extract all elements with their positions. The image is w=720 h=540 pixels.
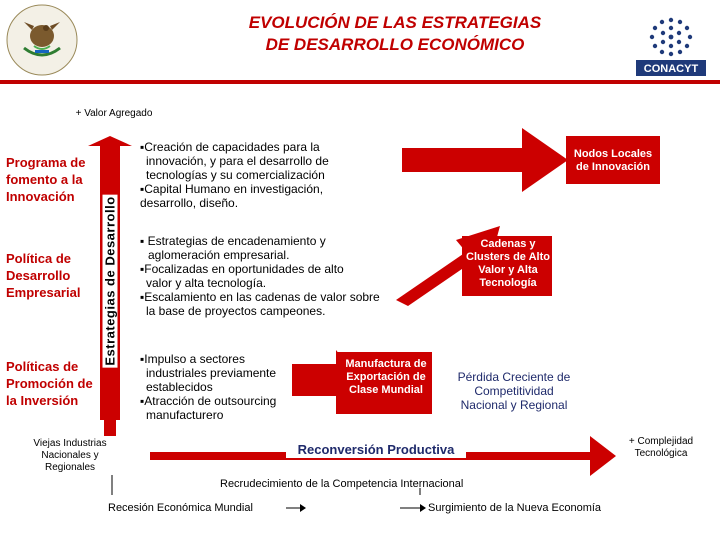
complexity-label: + Complejidad Tecnológica — [628, 436, 694, 459]
mexico-coat-of-arms-logo — [6, 4, 78, 76]
conacyt-logo: CONACYT — [636, 17, 706, 76]
header — [0, 0, 720, 84]
strategies-axis-label-container: Estrategias de Desarrollo — [94, 146, 126, 416]
strategy-2-line: ▪Focalizadas en oportunidades de alto — [140, 262, 344, 276]
loss-competitiveness-text: Pérdida Creciente de Competitividad Naci… — [457, 370, 571, 412]
strategy-2-line: ▪ Estrategias de encadenamiento y — [140, 234, 326, 248]
value-added-label: + Valor Agregado — [75, 108, 153, 119]
strategy-1-line: tecnologías y su comercialización — [146, 168, 325, 182]
page-title: EVOLUCIÓN DE LAS ESTRATEGIAS DE DESARROL… — [150, 12, 640, 56]
strategy-block-1: ▪Creación de capacidades para la innovac… — [140, 140, 329, 210]
strategy-block-3: ▪Impulso a sectores industriales previam… — [140, 352, 276, 422]
strategy-3-line: manufacturero — [146, 408, 224, 422]
value-axis-base — [104, 420, 116, 436]
old-industries-label: Viejas Industrias Nacionales y Regionale… — [33, 438, 107, 473]
strategy-3-line: ▪Atracción de outsourcing — [140, 394, 277, 408]
target-manufactura: Manufactura de Exportación de Clase Mund… — [345, 358, 427, 396]
strategy-1-line: ▪Capital Humano en investigación, — [140, 182, 324, 196]
arrow-manufactura — [292, 350, 360, 410]
header-bar — [0, 80, 720, 84]
strategy-2-line: la base de proyectos campeones. — [146, 304, 326, 318]
competition-label: Recrudecimiento de la Competencia Intern… — [220, 478, 464, 490]
target-clusters: Cadenas y Clusters de Alto Valor y Alta … — [466, 238, 550, 289]
title-line-2: DE DESARROLLO ECONÓMICO — [265, 35, 525, 54]
strategy-1-line: innovación, y para el desarrollo de — [146, 154, 329, 168]
conacyt-logo-text: CONACYT — [644, 63, 699, 75]
strategy-1-line: ▪Creación de capacidades para la — [140, 140, 320, 154]
strategy-2-line: ▪Escalamiento en las cadenas de valor so… — [140, 290, 380, 304]
box-manufactura — [336, 352, 432, 414]
strategy-3-line: industriales previamente — [146, 366, 277, 380]
arrow-innovation — [402, 128, 568, 192]
new-economy-label: Surgimiento de la Nueva Economía — [428, 502, 602, 514]
strategy-2-line: aglomeración empresarial. — [148, 248, 290, 262]
strategy-3-line: establecidos — [146, 380, 213, 394]
strategies-axis-label: Estrategias de Desarrollo — [102, 194, 118, 368]
program-business: Política de Desarrollo Empresarial — [6, 251, 81, 300]
strategy-1-line: desarrollo, diseño. — [140, 196, 239, 210]
target-nodos: Nodos Locales de Innovación — [573, 148, 653, 173]
program-innovation: Programa de fomento a la Innovación — [6, 155, 86, 204]
strategy-block-2: ▪ Estrategias de encadenamiento y aglome… — [140, 234, 380, 318]
strategy-3-line: ▪Impulso a sectores — [140, 352, 245, 366]
box-clusters — [462, 236, 552, 296]
recession-label: Recesión Económica Mundial — [108, 502, 253, 514]
box-nodos — [566, 136, 660, 184]
title-line-1: EVOLUCIÓN DE LAS ESTRATEGIAS — [248, 13, 542, 32]
reconversion-label: Reconversión Productiva — [286, 442, 466, 458]
strategy-2-line: valor y alta tecnología. — [146, 276, 267, 290]
program-investment: Políticas de Promoción de la Inversión — [6, 359, 93, 408]
